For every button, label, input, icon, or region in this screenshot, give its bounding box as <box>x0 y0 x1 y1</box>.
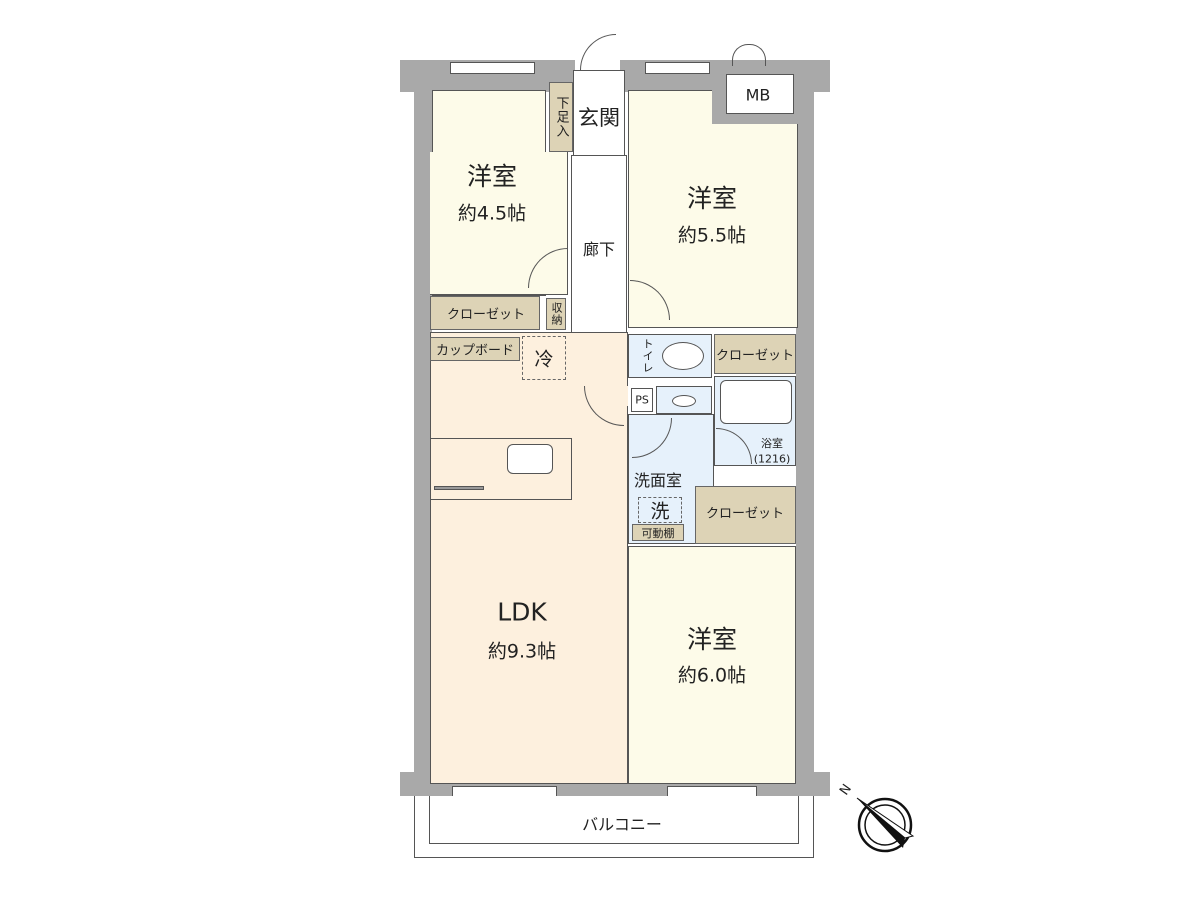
fridge <box>522 336 566 380</box>
room-name: LDK <box>497 597 547 627</box>
toilet-bowl <box>662 342 704 370</box>
closet-1-label: クローゼット <box>446 307 526 323</box>
washer <box>638 497 682 523</box>
room-area: 約4.5帖 <box>457 202 527 225</box>
wall-left <box>414 64 432 784</box>
cupboard <box>430 337 520 361</box>
room-area: 約6.0帖 <box>677 664 747 687</box>
shoe-storage-label: 下足入 <box>553 96 569 138</box>
door-mb <box>732 44 766 66</box>
toilet-label: トイレ <box>641 338 654 374</box>
washroom-label: 洗面室 <box>633 471 683 490</box>
closet-3 <box>695 486 796 544</box>
western-room-6-0 <box>628 546 796 784</box>
adjustable-shelf <box>632 524 684 541</box>
compass-icon <box>856 797 915 853</box>
bathroom-size: (1216) <box>753 452 791 466</box>
entrance <box>573 70 625 156</box>
closet-1 <box>430 296 540 330</box>
balcony <box>414 796 814 858</box>
room-area: 約9.3帖 <box>487 640 557 663</box>
door-entrance <box>580 34 616 70</box>
room-name: 洋室 <box>686 184 738 213</box>
room-name: 洋室 <box>466 162 518 191</box>
sink <box>507 444 553 474</box>
shoe-storage <box>549 82 573 152</box>
meter-box <box>726 74 794 114</box>
pipe-space <box>631 388 653 412</box>
storage-label: 収納 <box>550 302 563 326</box>
room-name: 洋室 <box>686 625 738 654</box>
wall-right <box>796 90 814 784</box>
room-area: 約5.5帖 <box>677 224 747 247</box>
balcony-label: バルコニー <box>582 815 662 834</box>
washer-label: 洗 <box>650 500 670 523</box>
balcony-inner <box>429 796 799 844</box>
wash-basin <box>672 395 696 407</box>
storage <box>546 298 566 330</box>
closet-2-label: クローゼット <box>715 348 795 364</box>
window <box>450 62 535 74</box>
bathroom-label: 浴室 <box>761 437 783 450</box>
bathtub <box>720 380 792 424</box>
cupboard-label: カップボード <box>435 343 515 359</box>
entrance-label: 玄関 <box>578 106 620 130</box>
stove <box>434 486 484 490</box>
meter-box-label: MB <box>745 85 771 105</box>
adjustable-shelf-label: 可動棚 <box>641 527 675 540</box>
compass <box>835 780 925 860</box>
window <box>645 62 710 74</box>
fridge-label: 冷 <box>534 348 554 371</box>
closet-2 <box>714 334 796 374</box>
pipe-space-label: PS <box>635 393 649 407</box>
closet-3-label: クローゼット <box>705 506 785 522</box>
hallway-label: 廊下 <box>582 240 616 259</box>
